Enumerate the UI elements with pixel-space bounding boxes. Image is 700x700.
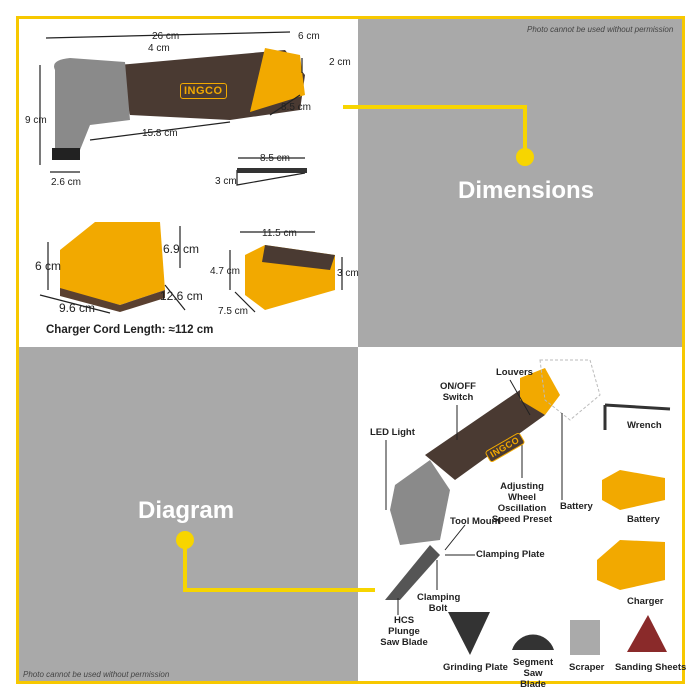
label-wrench: Wrench: [627, 420, 662, 431]
dimensions-connector: [343, 105, 527, 157]
watermark-top: Photo cannot be used without permission: [527, 25, 674, 34]
brand-logo-top-tool: INGCO: [180, 83, 227, 99]
dim-head-height: 9 cm: [25, 115, 47, 126]
label-tool-mount: Tool Mount: [450, 516, 501, 527]
label-grinding-plate: Grinding Plate: [443, 662, 508, 673]
label-charger: Charger: [627, 596, 664, 607]
multitool-dimension-image: [39, 31, 671, 655]
dim-battery-side: 3 cm: [337, 268, 359, 279]
watermark-bottom: Photo cannot be used without permission: [23, 670, 170, 679]
dim-wrench-length: 8.5 cm: [260, 153, 291, 164]
label-louvers: Louvers: [496, 367, 533, 378]
dim-battery-height: 4.7 cm: [210, 266, 241, 277]
label-battery: Battery: [627, 514, 660, 525]
charger-cord-length: Charger Cord Length: ≈112 cm: [46, 324, 214, 336]
dim-end-depth: 8.5 cm: [281, 102, 312, 113]
label-on-off-switch: ON/OFF Switch: [440, 381, 476, 403]
dim-charger-depth: 12.6 cm: [160, 289, 203, 303]
label-clamping-bolt: Clamping Bolt: [417, 592, 461, 614]
label-hcs-plunge-saw-blade: HCS Plunge Saw Blade: [380, 615, 428, 648]
label-battery-part: Battery: [560, 501, 593, 512]
dim-charger-height: 6 cm: [35, 259, 62, 273]
label-scraper: Scraper: [569, 662, 605, 673]
section-title-dimensions: Dimensions: [458, 177, 595, 204]
bottom-left-panel: [18, 347, 358, 682]
dim-charger-width: 9.6 cm: [59, 301, 96, 315]
label-segment-saw-blade: Segment Saw Blade: [513, 657, 554, 690]
diagram-connector: [183, 540, 375, 592]
diagram-dot: [176, 531, 194, 549]
dim-head-base: 2.6 cm: [51, 177, 82, 188]
frame-border: [16, 16, 685, 684]
dimensions-dot: [516, 148, 534, 166]
dim-switch-width: 4 cm: [148, 43, 170, 54]
label-adjusting-wheel: Adjusting Wheel Oscillation Speed Preset: [491, 481, 553, 525]
top-right-panel: [358, 18, 683, 347]
label-sanding-sheets: Sanding Sheets: [615, 662, 687, 673]
dim-end-width: 6 cm: [298, 31, 320, 42]
section-title-diagram: Diagram: [138, 497, 235, 524]
label-led-light: LED Light: [370, 427, 415, 438]
label-clamping-plate: Clamping Plate: [476, 549, 545, 560]
dim-end-height: 2 cm: [329, 57, 351, 68]
dim-tool-length: 26 cm: [152, 31, 180, 42]
dim-charger-top-height: 6.9 cm: [163, 242, 200, 256]
dim-body-length: 15.8 cm: [142, 128, 178, 139]
dim-battery-length: 11.5 cm: [262, 228, 297, 239]
dim-battery-depth: 7.5 cm: [218, 306, 249, 317]
dim-wrench-height: 3 cm: [215, 176, 237, 187]
